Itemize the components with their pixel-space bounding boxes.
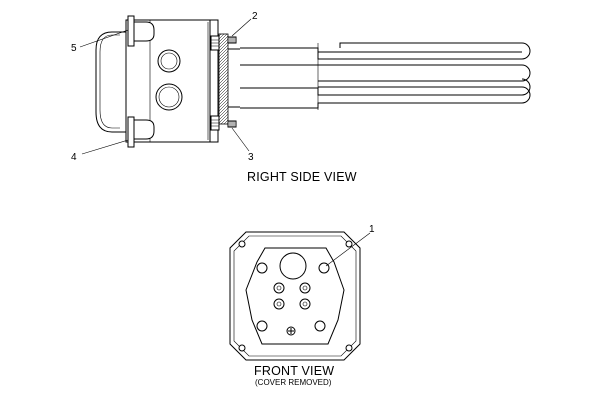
ground-screw [286, 326, 296, 336]
callout-4: 4 [71, 152, 77, 163]
callout-2: 2 [252, 11, 258, 22]
right-side-view-title: RIGHT SIDE VIEW [247, 170, 357, 184]
cover [95, 25, 127, 140]
corner-screws [238, 240, 353, 352]
mounting-bolts [256, 262, 330, 332]
terminals [273, 282, 311, 310]
callout-leader-front [325, 232, 371, 267]
heating-element-loops [228, 42, 531, 110]
studs [227, 36, 237, 128]
callout-5: 5 [71, 43, 77, 54]
callout-3: 3 [248, 152, 254, 163]
front-view-subtitle: (COVER REMOVED) [255, 378, 332, 387]
callout-1: 1 [369, 224, 375, 235]
latch-clips [127, 15, 155, 148]
front-view [229, 231, 371, 361]
callout-leaders-side [79, 18, 252, 155]
front-view-title: FRONT VIEW [254, 364, 335, 378]
right-side-view [79, 15, 531, 155]
conduit-opening [279, 252, 307, 280]
mounting-flange [209, 19, 229, 143]
terminal-plate [245, 247, 345, 345]
